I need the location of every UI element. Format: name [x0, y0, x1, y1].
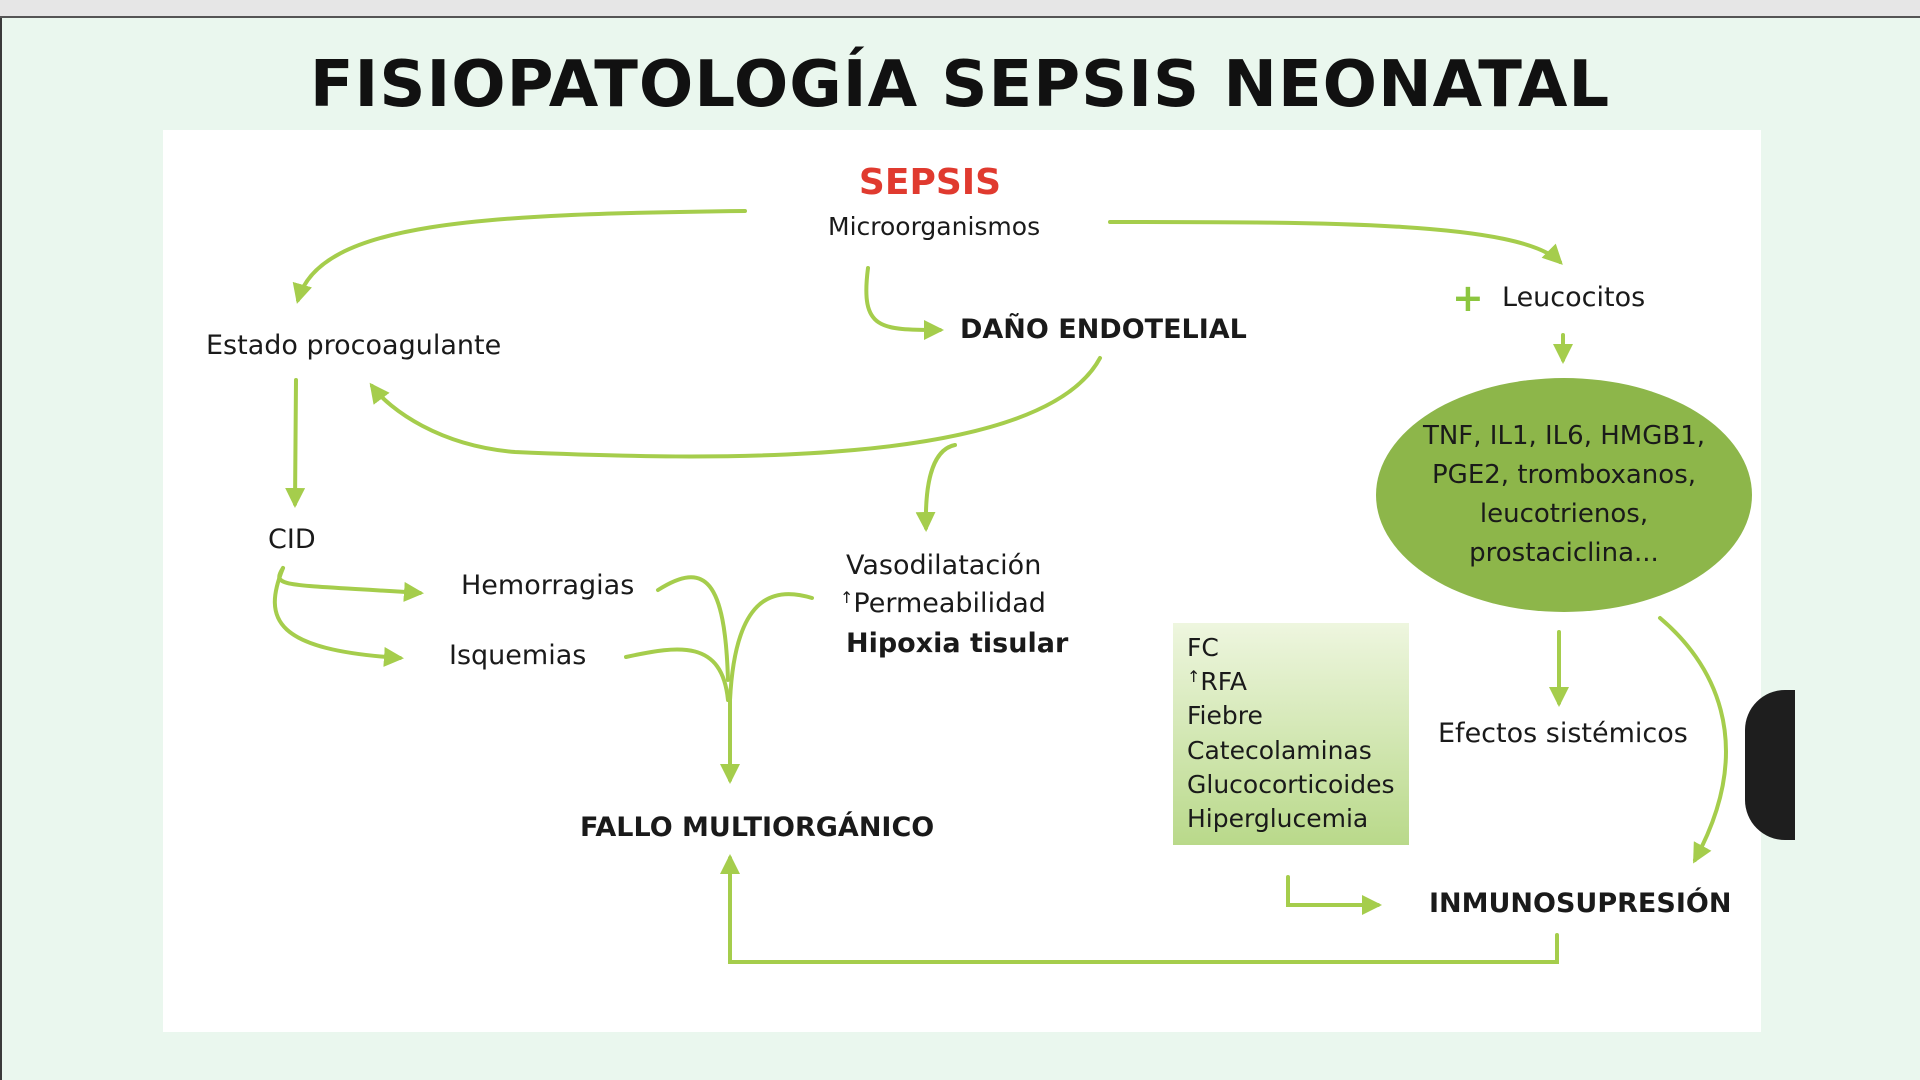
arrow-dano-to-procoagulante [369, 356, 1102, 459]
inmunosupresion-label: INMUNOSUPRESIÓN [1429, 888, 1732, 919]
arrow-inmunosupresion-to-fallo [720, 854, 1559, 964]
systemic-effects-box: FC ↑RFA Fiebre Catecolaminas Glucocortic… [1173, 623, 1409, 845]
microorganismos-label: Microorganismos [828, 212, 1041, 241]
slide-title: FISIOPATOLOGÍA SEPSIS NEONATAL [309, 48, 1611, 122]
arrow-dano-to-vasodilatacion [915, 443, 957, 532]
effect-glucocorticoides: Glucocorticoides [1187, 770, 1395, 799]
arrow-vaso-to-fallo [720, 592, 814, 784]
arrow-hemorragias-to-fallo [656, 575, 730, 682]
effect-fc: FC [1187, 633, 1219, 662]
efectos-sistemicos-label: Efectos sistémicos [1438, 718, 1688, 749]
effect-rfa: ↑RFA [1187, 667, 1247, 696]
effect-hiperglucemia: Hiperglucemia [1187, 804, 1369, 833]
arrow-procoagulante-to-cid [285, 378, 306, 508]
window-top-bar [0, 0, 1920, 18]
up-arrow-icon: ↑ [840, 588, 854, 607]
increase-plus-icon: + [1452, 276, 1484, 320]
arrow-sepsis-to-leucocitos [1108, 220, 1563, 265]
arrow-cid-to-isquemias [272, 566, 404, 667]
up-arrow-icon: ↑ [1187, 667, 1201, 686]
arrow-sepsis-to-procoagulante [292, 209, 747, 304]
window-left-edge [0, 18, 2, 1080]
cid-label: CID [268, 524, 316, 555]
estado-procoagulante-label: Estado procoagulante [206, 330, 502, 361]
hemorragias-label: Hemorragias [461, 570, 635, 601]
permeabilidad-label: ↑Permeabilidad [840, 588, 1046, 619]
arrow-cid-to-hemorragias [277, 566, 424, 602]
mediadores-label: TNF, IL1, IL6, HMGB1, PGE2, tromboxanos,… [1422, 421, 1706, 568]
hipoxia-label: Hipoxia tisular [846, 628, 1069, 659]
dano-endotelial-label: DAÑO ENDOTELIAL [960, 314, 1247, 345]
fallo-multiorganico-label: FALLO MULTIORGÁNICO [580, 812, 935, 843]
mediadores-ellipse: TNF, IL1, IL6, HMGB1, PGE2, tromboxanos,… [1376, 378, 1752, 612]
effect-catecolaminas: Catecolaminas [1187, 736, 1372, 765]
arrow-effects-to-inmunosupresion [1286, 875, 1382, 915]
vasodilatacion-label: Vasodilatación [846, 550, 1042, 581]
isquemias-label: Isquemias [449, 640, 587, 671]
arrow-micro-to-dano [864, 266, 944, 340]
effect-fiebre: Fiebre [1187, 701, 1263, 730]
sepsis-label: SEPSIS [858, 162, 1002, 203]
arrow-mediadores-to-inmunosupresion [1658, 616, 1728, 864]
partial-speaker-image [1745, 690, 1795, 840]
leucocitos-label: Leucocitos [1502, 282, 1646, 313]
arrow-isquemias-to-fallo [624, 647, 730, 702]
